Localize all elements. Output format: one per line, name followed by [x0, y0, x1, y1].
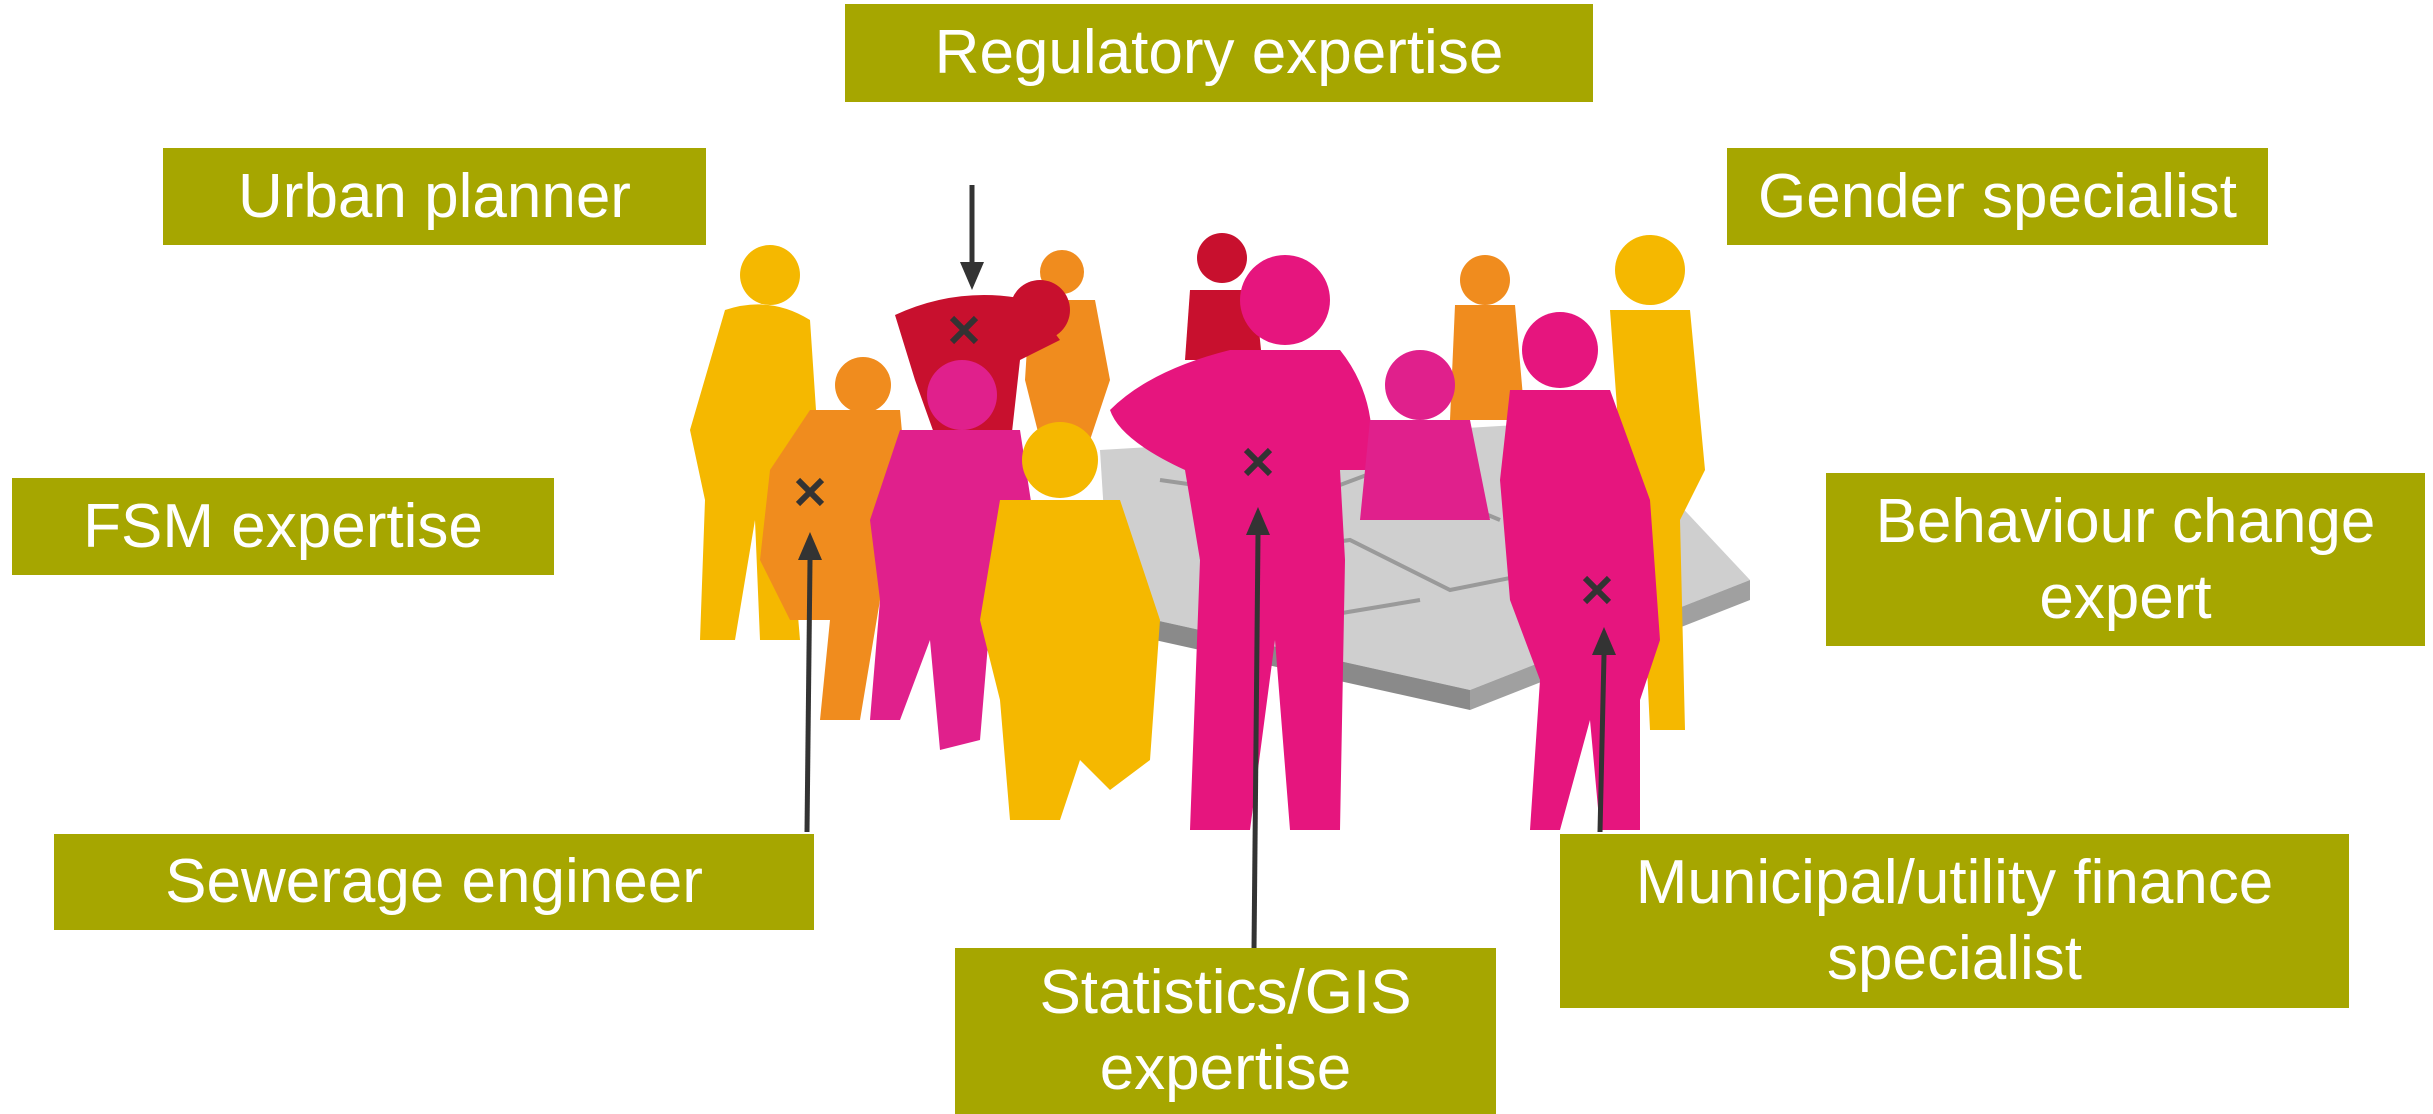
figure-sewerage — [760, 357, 910, 720]
label-fsm-expertise: FSM expertise — [12, 478, 554, 575]
label-regulatory-expertise: Regulatory expertise — [845, 4, 1593, 102]
label-gender-text: Gender specialist — [1757, 161, 2238, 231]
label-urban-planner-text: Urban planner — [238, 161, 631, 231]
label-statistics-line1: Statistics/GIS — [1039, 958, 1412, 1028]
label-finance-line1: Municipal/utility finance — [1635, 848, 2274, 918]
arrow-down-icon — [960, 185, 984, 290]
arrow-up-icon — [1246, 507, 1270, 951]
label-finance-specialist: Municipal/utility finance specialist — [1560, 834, 2349, 1008]
figure-yellow-seated — [980, 422, 1160, 820]
label-behaviour-line2: expert — [2039, 562, 2212, 632]
marker-x-icon — [1243, 447, 1273, 477]
figure-pink-seated — [870, 360, 1040, 750]
label-statistics-line2: expertise — [1099, 1034, 1352, 1103]
figure-yellow-right — [1610, 235, 1705, 730]
figure-statistics — [1110, 255, 1372, 830]
label-regulatory-text: Regulatory expertise — [934, 18, 1504, 88]
marker-x-icon — [795, 477, 825, 507]
marker-x-icon — [949, 315, 979, 345]
label-behaviour-change: Behaviour change expert — [1826, 473, 2425, 646]
label-sewerage-text: Sewerage engineer — [165, 847, 703, 917]
label-sewerage-engineer: Sewerage engineer — [54, 834, 814, 930]
label-urban-planner: Urban planner — [163, 148, 706, 245]
figure-finance — [1500, 312, 1660, 830]
figure-pink-back-right — [1360, 350, 1490, 520]
label-finance-line2: specialist — [1827, 924, 2082, 993]
label-fsm-text: FSM expertise — [83, 491, 483, 561]
arrow-up-icon — [798, 532, 822, 833]
arrow-up-icon — [1592, 627, 1616, 833]
marker-x-icon — [1582, 575, 1612, 605]
figure-orange-right-back — [1450, 255, 1525, 420]
label-statistics-gis: Statistics/GIS expertise — [955, 948, 1496, 1114]
label-gender-specialist: Gender specialist — [1727, 148, 2268, 245]
label-behaviour-line1: Behaviour change — [1875, 486, 2376, 556]
